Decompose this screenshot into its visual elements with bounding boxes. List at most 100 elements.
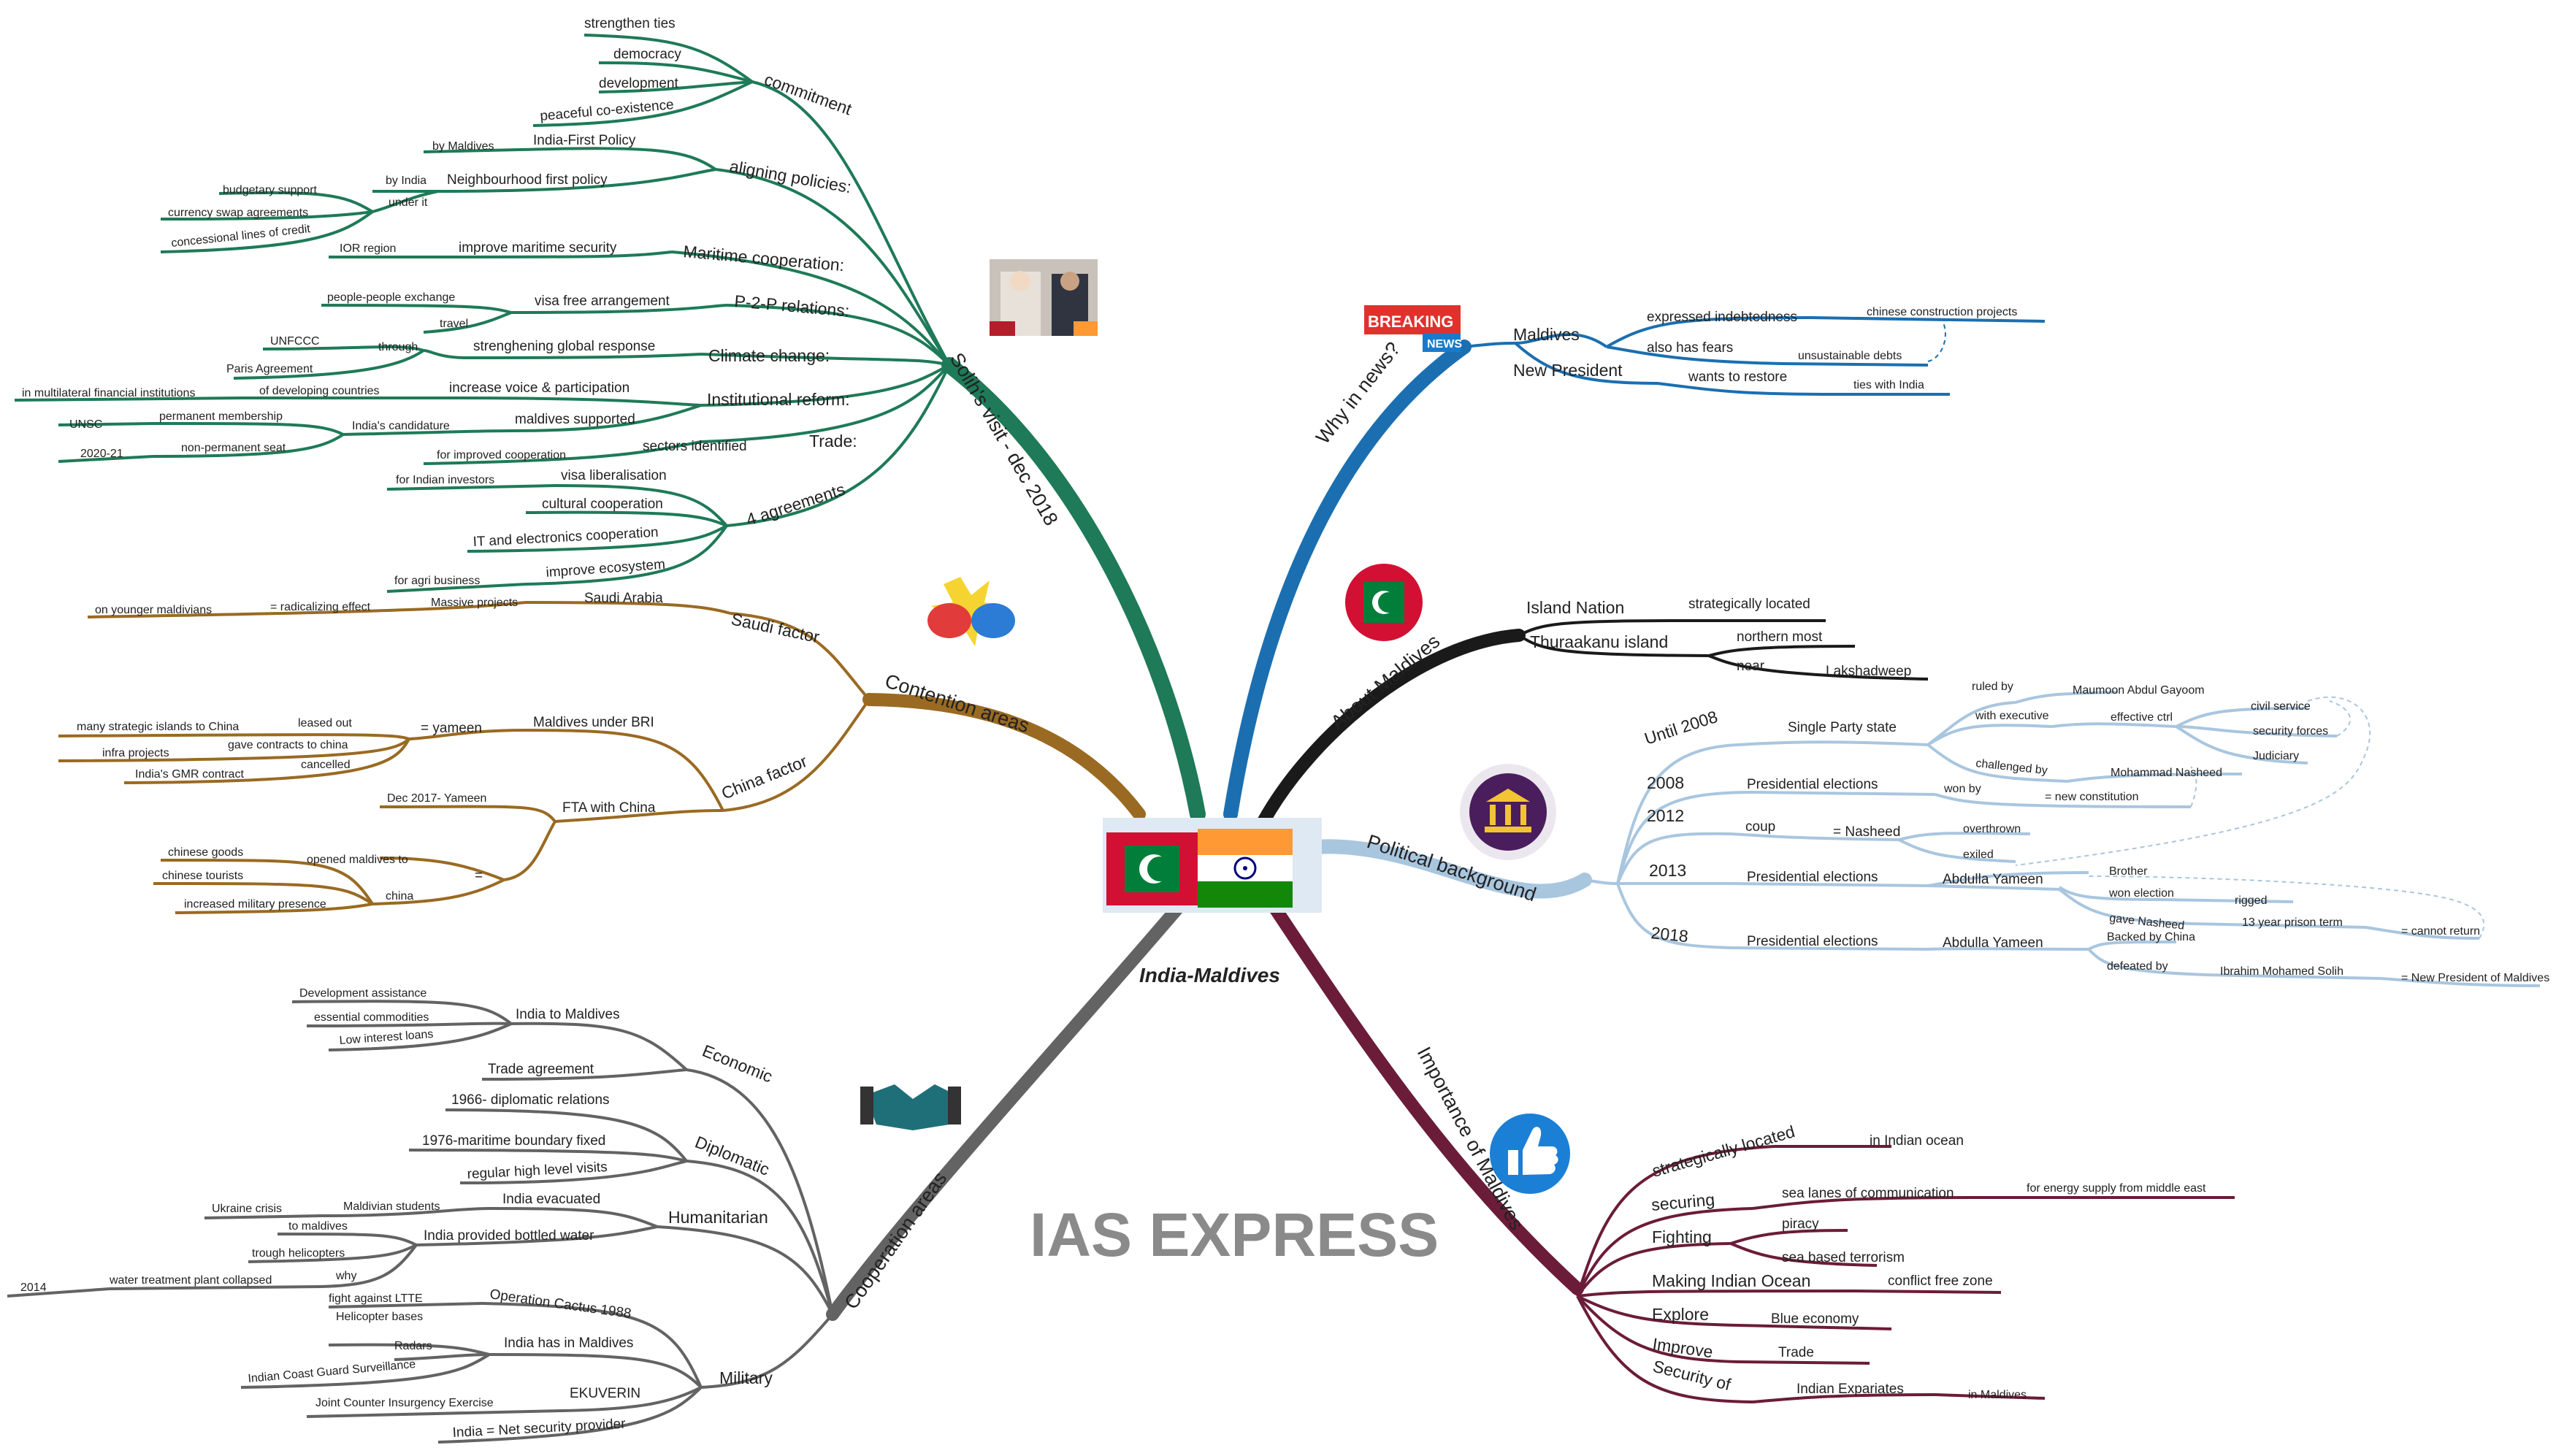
aligning-budgetary: budgetary support [223,184,318,196]
unsc-unsc: UNSC [69,418,102,431]
pol-defeated: defeated by [2107,960,2168,973]
pol-prison: 13 year prison term [2242,916,2343,929]
branch-title-cooperation: Cooperation areas [840,1168,951,1313]
branch-cooperation: Cooperation areas Economic India to Mald… [7,987,961,1444]
institutional-item: increase voice & participation [449,380,630,396]
pol-judiciary: Judiciary [2253,750,2299,762]
imp-piracy: piracy [1782,1216,1819,1232]
trunk-political [1307,839,1592,899]
pol-security: security forces [2253,725,2328,737]
diplomatic-1976: 1976-maritime boundary fixed [422,1133,605,1149]
humanitarian-to-mal: to maldives [288,1220,348,1233]
pol-solih: Ibrahim Mohamed Solih [2220,965,2343,978]
pol-2018-elec: Presidential elections [1747,934,1878,949]
china-eq: = [475,868,483,884]
military-radars: Radars [394,1340,432,1352]
svg-text:BREAKING: BREAKING [1368,313,1453,331]
china-leased: leased out [298,717,352,729]
watermark: IAS EXPRESS [1030,1200,1439,1269]
china-word: china [386,890,413,903]
why-unsustainable: unsustainable debts [1798,350,1902,362]
china-gmr: India's GMR contract [135,768,244,781]
thumbs-up-icon [1490,1114,1570,1194]
institutional-of-dev: of developing countries [259,385,380,397]
main-trunks [826,340,1592,1321]
aligning-neighbourhood: Neighbourhood first policy [447,172,608,188]
maritime-region: IOR region [340,242,396,255]
pol-new-pres: = New President of Maldives [2401,972,2549,984]
military-joint: Joint Counter Insurgency Exercise [315,1397,494,1409]
climate-item: strenghening global response [473,339,655,354]
pol-2008: 2008 [1647,773,1684,792]
military-cactus: Operation Cactus 1988 [489,1287,632,1322]
trunk-about [1257,629,1526,828]
pol-2012: 2012 [1647,806,1684,825]
trunk-importance [1264,895,1584,1295]
china-gave: gave contracts to china [228,739,348,751]
pol-won-by: won by [1943,783,1981,795]
coop-military: Military [719,1368,773,1387]
imp-making: Making Indian Ocean [1652,1271,1810,1290]
china-many: many strategic islands to China [77,721,239,733]
boxing-gloves-icon [927,577,1015,646]
saudi-younger: on younger maldivians [95,604,212,616]
humanitarian-students: Maldivian students [343,1200,440,1213]
climate-through: through [378,341,418,353]
imp-conflict: conflict free zone [1888,1273,1993,1289]
saudi-massive: Massive projects [431,597,518,609]
coop-economic: Economic [700,1041,775,1087]
pol-2018-yameen: Abdulla Yameen [1943,935,2043,951]
branch-importance: Importance of Maldives strategically loc… [1413,1043,2235,1403]
branch-political: Political background Until 2008 Single P… [1364,681,2549,987]
pol-overthrown: overthrown [1963,823,2021,835]
institutional-multilateral: in multilateral financial institutions [22,387,195,399]
p2p-item: visa free arrangement [535,294,670,309]
economic-trade: Trade agreement [488,1062,594,1077]
imp-blue: Blue economy [1771,1311,1859,1327]
about-near: near [1737,659,1765,674]
solih-climate: Climate change: [708,346,830,365]
economic-essential: essential commodities [314,1011,429,1024]
imp-explore: Explore [1652,1305,1709,1324]
center-node: India-Maldives [1103,818,1322,986]
trunk-solih [941,357,1206,822]
saudi-radical: = radicalizing effect [270,601,371,613]
china-military: increased military presence [184,898,326,911]
commit-item: development [599,76,679,91]
imp-trade: Trade [1778,1345,1814,1360]
pol-backed: Backed by China [2107,931,2195,943]
military-ltte: fight against LTTE [329,1292,423,1305]
china-tourists: chinese tourists [162,870,243,882]
imp-sea-lanes: sea lanes of communication [1782,1186,1954,1201]
branch-contention: Contention areas Saudi factor Saudi Arab… [58,577,1032,914]
agreements-visa: visa liberalisation [561,468,667,483]
agreements-eco: improve ecosystem [546,557,666,581]
pol-rigged: rigged [2235,894,2267,907]
about-northern: northern most [1737,629,1823,645]
pol-gayoom: Maumoon Abdul Gayoom [2073,684,2205,697]
humanitarian-2014: 2014 [20,1281,47,1294]
about-thuraakanu: Thuraakanu island [1530,632,1668,651]
pol-gave-nasheed: gave Nasheed [2109,912,2185,932]
handshake-icon [860,1066,961,1135]
trunk-cooperation [826,895,1190,1321]
center-label: India-Maldives [1139,964,1280,986]
commit-item: strengthen ties [584,16,676,31]
pol-2018: 2018 [1650,923,1689,946]
humanitarian-why: why [335,1270,356,1282]
unsc-candidature: India's candidature [352,420,450,432]
china-bri: Maldives under BRI [533,715,654,730]
trade-sectors: sectors identified [643,439,747,454]
why-chinese: chinese construction projects [1867,306,2017,318]
pol-exiled: exiled [1963,848,1994,861]
why-fears: also has fears [1647,340,1733,356]
pol-until2008: Until 2008 [1642,707,1721,748]
why-maldives: Maldives [1513,325,1580,344]
aligning-by-maldives: by Maldives [432,140,494,153]
military-has: India has in Maldives [504,1336,633,1351]
china-cancelled: cancelled [301,759,351,771]
imp-strat: strategically located [1650,1122,1797,1181]
pol-nasheed-full: Mohammad Nasheed [2111,767,2222,779]
p2p-travel: travel [440,318,468,330]
